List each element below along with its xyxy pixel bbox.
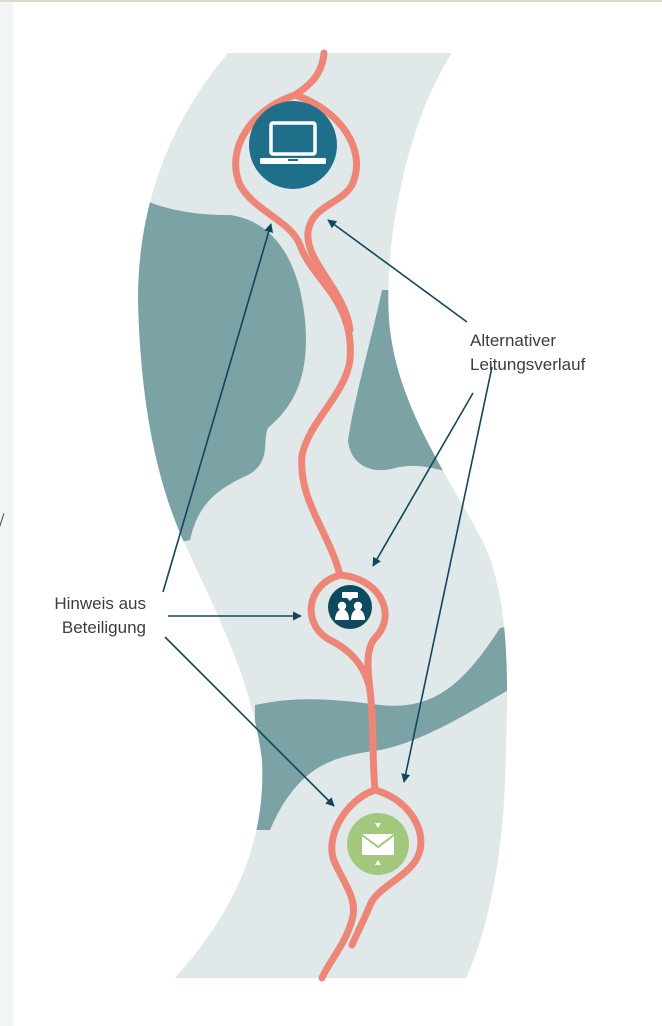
label-participation-note: Hinweis aus Beteiligung — [54, 592, 146, 640]
label-participation-note-line-2: Beteiligung — [54, 616, 146, 640]
node-mail — [347, 813, 409, 875]
label-alternative-route-line-1: Alternativer — [470, 329, 585, 353]
node-laptop — [249, 101, 337, 189]
terrain-area-right — [348, 290, 540, 480]
node-dialogue — [328, 585, 372, 629]
label-alternative-route: Alternativer Leitungsverlauf — [470, 329, 585, 377]
label-alternative-route-line-2: Leitungsverlauf — [470, 353, 585, 377]
label-participation-note-line-1: Hinweis aus — [54, 592, 146, 616]
